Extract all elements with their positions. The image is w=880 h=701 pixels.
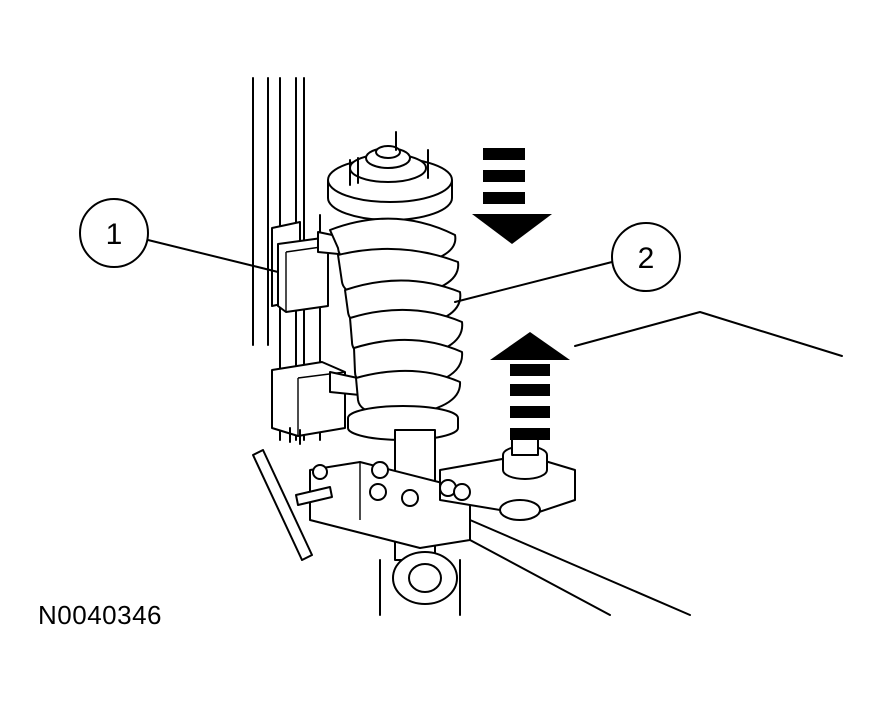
compress-down-arrow [472, 148, 552, 244]
strut-upper-mount [327, 131, 453, 221]
coil-spring [329, 217, 464, 441]
tie-rod [252, 449, 333, 561]
callout-2: 2 [454, 222, 681, 303]
spring-compressor-tool [271, 221, 391, 445]
callout-2-label: 2 [638, 242, 655, 275]
compress-up-arrow [490, 332, 570, 440]
figure-id-label: N0040346 [38, 600, 162, 630]
callout-1: 1 [79, 198, 279, 273]
callout-1-label: 1 [106, 218, 123, 251]
bench-lines [379, 311, 843, 616]
strut-body [309, 429, 576, 605]
